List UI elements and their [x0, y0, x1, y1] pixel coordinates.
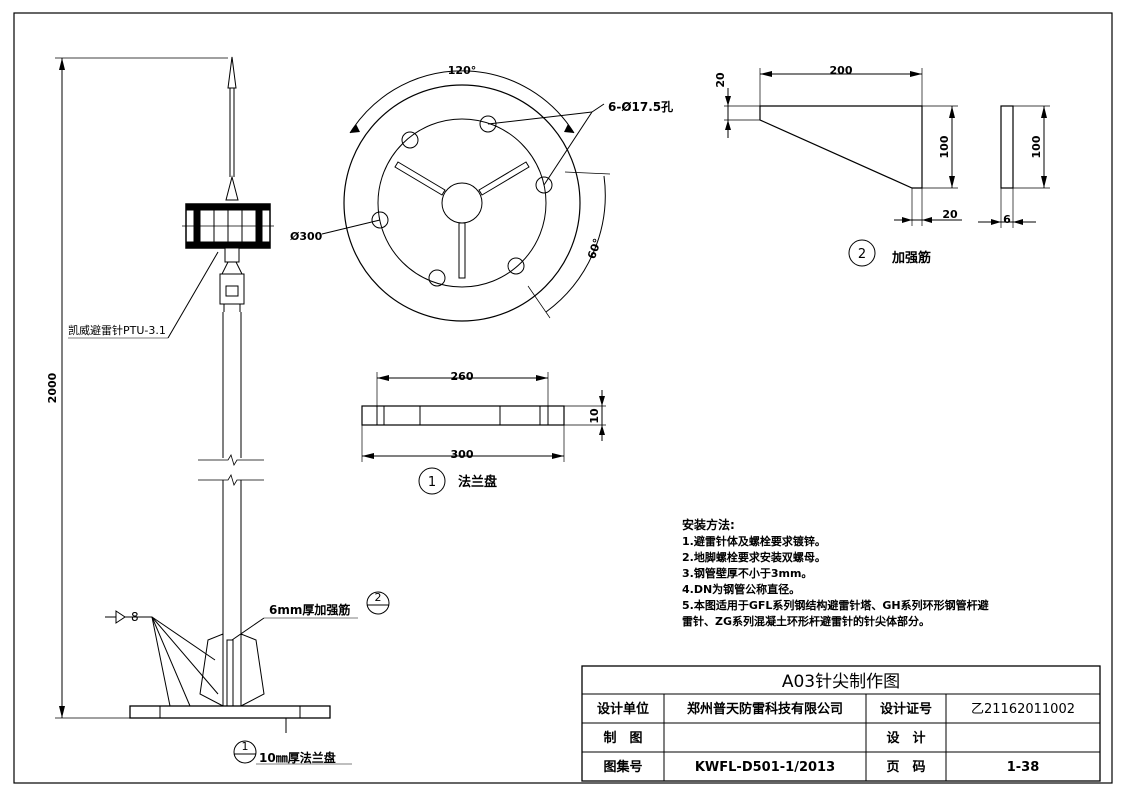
cert-value: 乙21162011002: [971, 702, 1075, 717]
rib-callout-num: 2: [375, 591, 382, 604]
rib-dim-20-bottom: 20: [942, 208, 958, 221]
notes-heading: 安装方法:: [682, 517, 735, 532]
holes-spec-text: 6-Ø17.5孔: [608, 100, 673, 114]
flange-section-plate: [361, 405, 565, 426]
note-item: 5.本图适用于GFL系列钢结构避雷针塔、GH系列环形钢管杆避: [682, 598, 990, 612]
base-flange: [129, 705, 331, 719]
flange-title-num: 1: [428, 475, 436, 490]
angle-60-text: 60°: [585, 237, 604, 261]
design-unit-value: 郑州普天防雷科技有限公司: [687, 701, 843, 717]
rib-side-plate: [1000, 105, 1014, 189]
note-item: 雷针、ZG系列混凝土环形杆避雷针的针尖体部分。: [682, 614, 930, 628]
drawing-label: 制 图: [603, 730, 642, 746]
flange-callout-circle: [233, 740, 257, 764]
flange-inner-circle: [377, 118, 547, 288]
weld-symbol-text: 8: [131, 610, 139, 624]
rib-dim-20-top: 20: [714, 72, 727, 88]
rod-tip: [227, 56, 237, 89]
rib-title: 加强筋: [891, 250, 931, 266]
sheet-border: [13, 12, 1113, 784]
rod-label: 凯威避雷针PTU-3.1: [68, 323, 166, 337]
height-dim-text: 2000: [46, 372, 59, 403]
design-label: 设 计: [886, 730, 925, 746]
page-label: 页 码: [886, 760, 925, 775]
elevation-view: [55, 56, 390, 765]
page-value: 1-38: [1007, 760, 1040, 775]
rib-detail-view: [724, 68, 1050, 267]
angle-120-text: 120°: [448, 64, 476, 77]
note-item: 3.钢管壁厚不小于3mm。: [682, 566, 812, 580]
dim-300-text: 300: [451, 448, 474, 461]
note-item: 4.DN为钢管公称直径。: [682, 582, 800, 596]
flange-plan-view: [321, 70, 611, 322]
flange-note: 10㎜厚法兰盘: [259, 750, 336, 765]
atlas-value: KWFL-D501-1/2013: [695, 760, 835, 775]
flange-outer-circle: [343, 84, 581, 322]
gusset-left: [199, 633, 224, 707]
flange-section-view: [361, 372, 606, 495]
note-item: 1.避雷针体及螺栓要求镀锌。: [682, 534, 826, 548]
dim-260-text: 260: [451, 370, 474, 383]
rib-title-circle: [848, 239, 876, 267]
flange-title-circle: [418, 467, 446, 495]
rib-profile: [759, 105, 923, 189]
pipe-circle: [441, 182, 483, 224]
rib-callout-circle: [366, 591, 390, 615]
angle-60-arc: [545, 175, 606, 313]
atlas-label: 图集号: [603, 759, 642, 775]
rib-dim-6: 6: [1003, 213, 1011, 226]
bolt-holes: [371, 115, 553, 287]
flange-callout-num: 1: [242, 740, 249, 753]
gusset-right: [240, 633, 265, 707]
rib-note: 6mm厚加强筋: [269, 602, 350, 617]
note-item: 2.地脚螺栓要求安装双螺母。: [682, 550, 826, 564]
drawing-title: A03针尖制作图: [782, 672, 900, 692]
installation-notes: 安装方法: 1.避雷针体及螺栓要求镀锌。 2.地脚螺栓要求安装双螺母。 3.钢管…: [682, 517, 990, 628]
rib-dim-100: 100: [938, 135, 951, 158]
title-block: [581, 665, 1101, 782]
angle-120-arc: [349, 70, 575, 134]
rib-side-dim-100: 100: [1030, 135, 1043, 158]
cert-label: 设计证号: [880, 701, 932, 717]
dim-10-text: 10: [588, 408, 601, 424]
rib-dim-200: 200: [830, 64, 853, 77]
design-unit-label: 设计单位: [597, 701, 649, 717]
flange-title: 法兰盘: [458, 474, 497, 490]
rib-title-num: 2: [858, 247, 866, 262]
diameter-text: Ø300: [290, 230, 323, 243]
